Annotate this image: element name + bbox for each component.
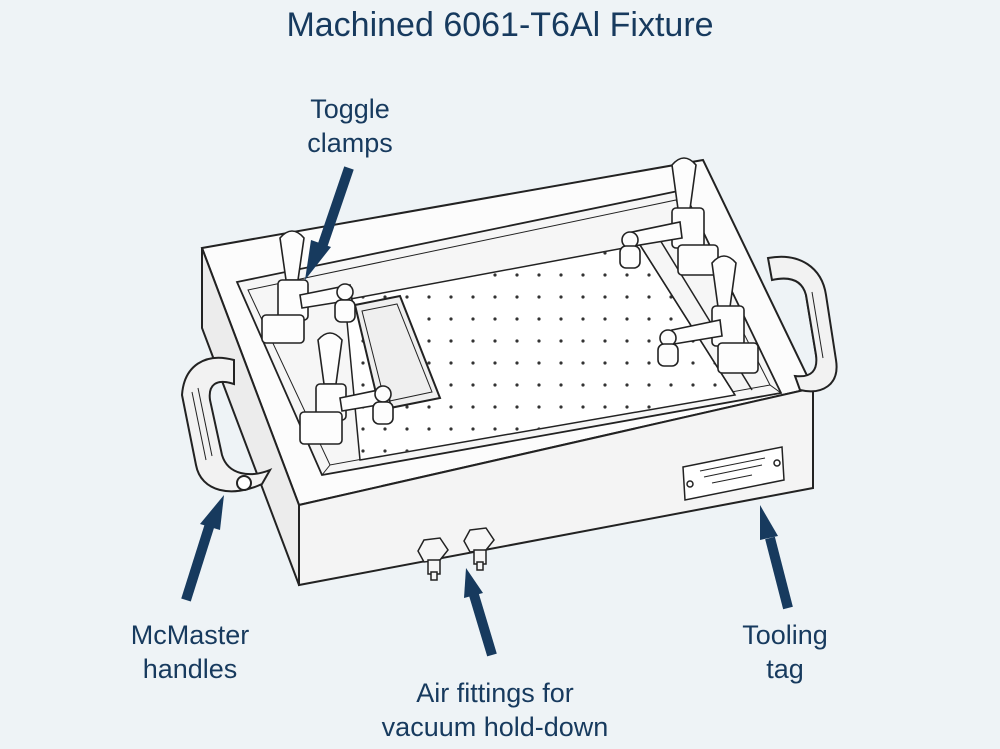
arrow-handles <box>181 495 224 602</box>
tooling-tag <box>682 446 785 501</box>
label-air-fittings: Air fittings for vacuum hold-down <box>381 678 609 742</box>
label-handles: McMaster handles <box>130 620 250 684</box>
label-tooling-tag: Tooling tag <box>742 620 828 684</box>
handle-left <box>180 356 273 493</box>
toggle-clamp-4 <box>657 255 759 374</box>
handle-right <box>766 255 838 393</box>
toggle-clamp-1 <box>261 230 356 344</box>
toggle-clamp-2 <box>299 332 394 445</box>
air-fitting-2 <box>463 527 495 571</box>
inner-cutout <box>353 294 442 412</box>
arrow-air-fittings <box>464 568 497 657</box>
arrow-tooling-tag <box>760 505 793 610</box>
toggle-clamp-3 <box>619 157 719 276</box>
label-toggle-clamps: Toggle clamps <box>307 94 393 158</box>
arrow-toggle-clamps <box>305 166 354 280</box>
air-fitting-1 <box>417 537 449 581</box>
diagram-title: Machined 6061-T6Al Fixture <box>286 6 714 44</box>
